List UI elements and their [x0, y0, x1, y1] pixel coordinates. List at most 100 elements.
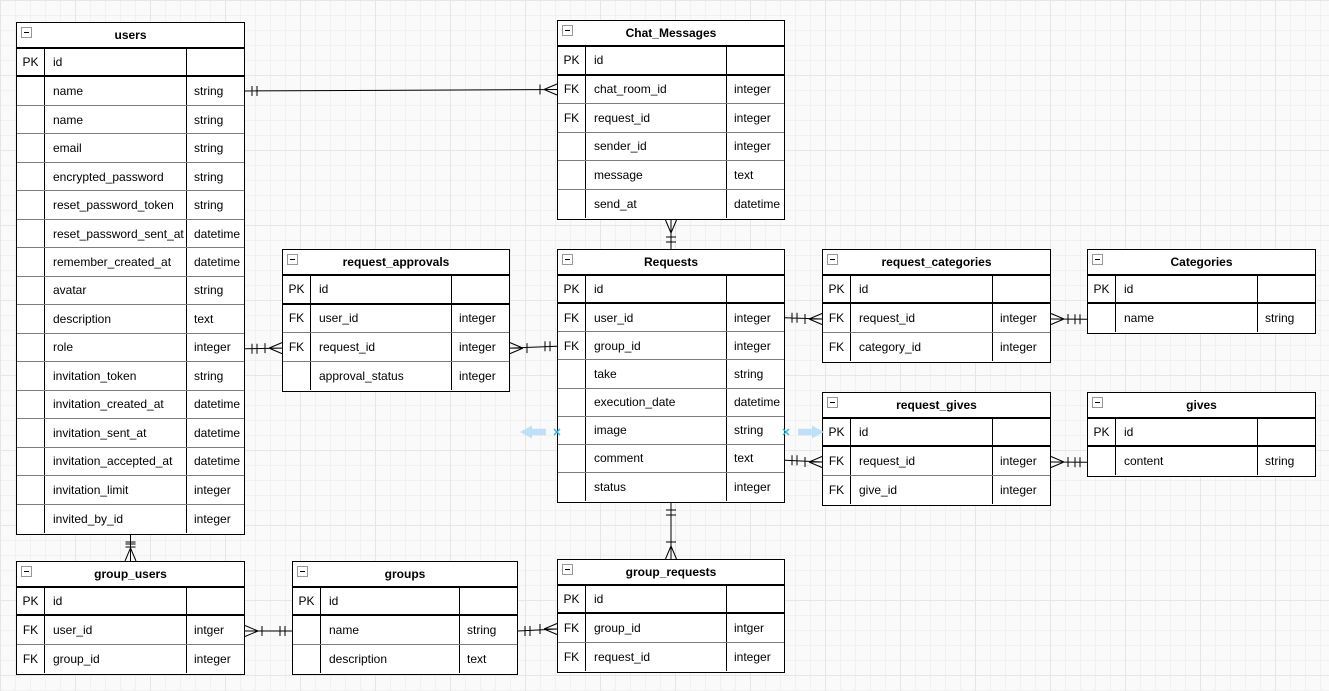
relationship-connector-chat_messages-requests[interactable]: [665, 219, 677, 249]
entity-header[interactable]: group_requests: [558, 560, 784, 586]
relationship-connector-group_users-groups[interactable]: [244, 625, 292, 637]
nav-arrow-left-icon[interactable]: [520, 425, 546, 439]
entity-header[interactable]: request_categories: [823, 250, 1050, 276]
relationship-connector-users-request_approvals[interactable]: [244, 342, 283, 355]
entity-header[interactable]: group_users: [17, 562, 244, 588]
collapse-icon[interactable]: [21, 566, 32, 577]
entity-header[interactable]: users: [17, 23, 244, 49]
relationship-connector-requests-group_requests[interactable]: [665, 503, 677, 560]
collapse-icon[interactable]: [1092, 397, 1103, 408]
relationship-connector-request_approvals-requests[interactable]: [509, 341, 558, 355]
relationship-connector-request_categories-categories[interactable]: [1050, 313, 1088, 325]
nav-arrow-right-icon[interactable]: [798, 425, 824, 439]
collapse-icon[interactable]: [1092, 254, 1103, 265]
entity-header[interactable]: groups: [293, 562, 517, 588]
entity-header[interactable]: request_gives: [823, 393, 1050, 419]
relationship-connector-users-chat_messages[interactable]: [244, 83, 558, 96]
collapse-icon[interactable]: [287, 254, 298, 265]
entity-header[interactable]: Categories: [1088, 250, 1315, 276]
relationship-connector-request_gives-gives[interactable]: [1050, 456, 1088, 468]
collapse-icon[interactable]: [827, 254, 838, 265]
entity-header[interactable]: Requests: [558, 250, 784, 276]
entity-header[interactable]: Chat_Messages: [558, 21, 784, 47]
entity-header[interactable]: request_approvals: [283, 250, 509, 276]
relationship-connector-requests-request_gives[interactable]: [784, 455, 823, 468]
collapse-icon[interactable]: [562, 564, 573, 575]
collapse-icon[interactable]: [562, 25, 573, 36]
collapse-icon[interactable]: [297, 566, 308, 577]
collapse-icon[interactable]: [562, 254, 573, 265]
collapse-icon[interactable]: [827, 397, 838, 408]
relationship-connector-groups-group_requests[interactable]: [517, 623, 558, 637]
relationship-connector-requests-request_categories[interactable]: [784, 312, 823, 325]
relationship-connector-users-group_users[interactable]: [124, 535, 137, 562]
entity-header[interactable]: gives: [1088, 393, 1315, 419]
collapse-icon[interactable]: [21, 27, 32, 38]
